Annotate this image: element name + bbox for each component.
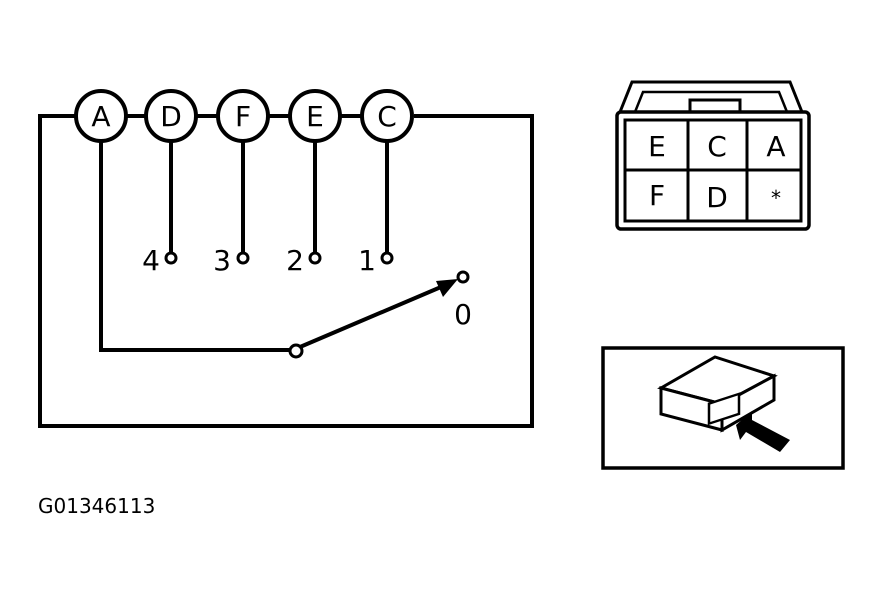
cavity-f: F <box>649 179 665 212</box>
contact-0 <box>456 270 470 284</box>
terminal-a: A <box>74 89 128 143</box>
cavity-e: E <box>648 130 666 163</box>
cavity-d: D <box>706 181 728 214</box>
terminal-c-label: C <box>377 100 397 133</box>
connector-latch-inner <box>633 90 789 113</box>
terminal-f-label: F <box>235 100 251 133</box>
cavity-blank: * <box>771 186 781 210</box>
component-side <box>720 373 776 433</box>
position-label-0: 0 <box>454 298 472 331</box>
contact-3 <box>236 251 250 265</box>
contact-2 <box>308 251 322 265</box>
switch-frame <box>38 114 534 428</box>
terminal-d-label: D <box>160 100 182 133</box>
locator-arrow-icon <box>736 411 790 452</box>
position-label-4: 4 <box>142 244 160 277</box>
position-label-1: 1 <box>358 244 376 277</box>
lead-a <box>99 141 291 352</box>
wiper-arrowhead <box>436 279 458 297</box>
wiper-pivot <box>288 343 304 359</box>
locator-inset <box>601 346 845 470</box>
connector-latch-outer <box>618 80 804 113</box>
terminal-a-label: A <box>91 100 110 133</box>
wiper-arm <box>299 282 449 349</box>
terminal-f: F <box>216 89 270 143</box>
connector-face: E C A F D * <box>615 80 811 231</box>
contact-4 <box>164 251 178 265</box>
terminal-e: E <box>288 89 342 143</box>
terminal-e-label: E <box>306 100 324 133</box>
cavity-c: C <box>707 130 727 163</box>
contact-1 <box>380 251 394 265</box>
terminal-d: D <box>144 89 198 143</box>
figure-reference-code: G01346113 <box>38 494 156 518</box>
terminal-c: C <box>360 89 414 143</box>
cavity-a: A <box>766 130 785 163</box>
position-label-2: 2 <box>286 244 304 277</box>
component-connector <box>707 392 741 426</box>
position-label-3: 3 <box>213 244 231 277</box>
